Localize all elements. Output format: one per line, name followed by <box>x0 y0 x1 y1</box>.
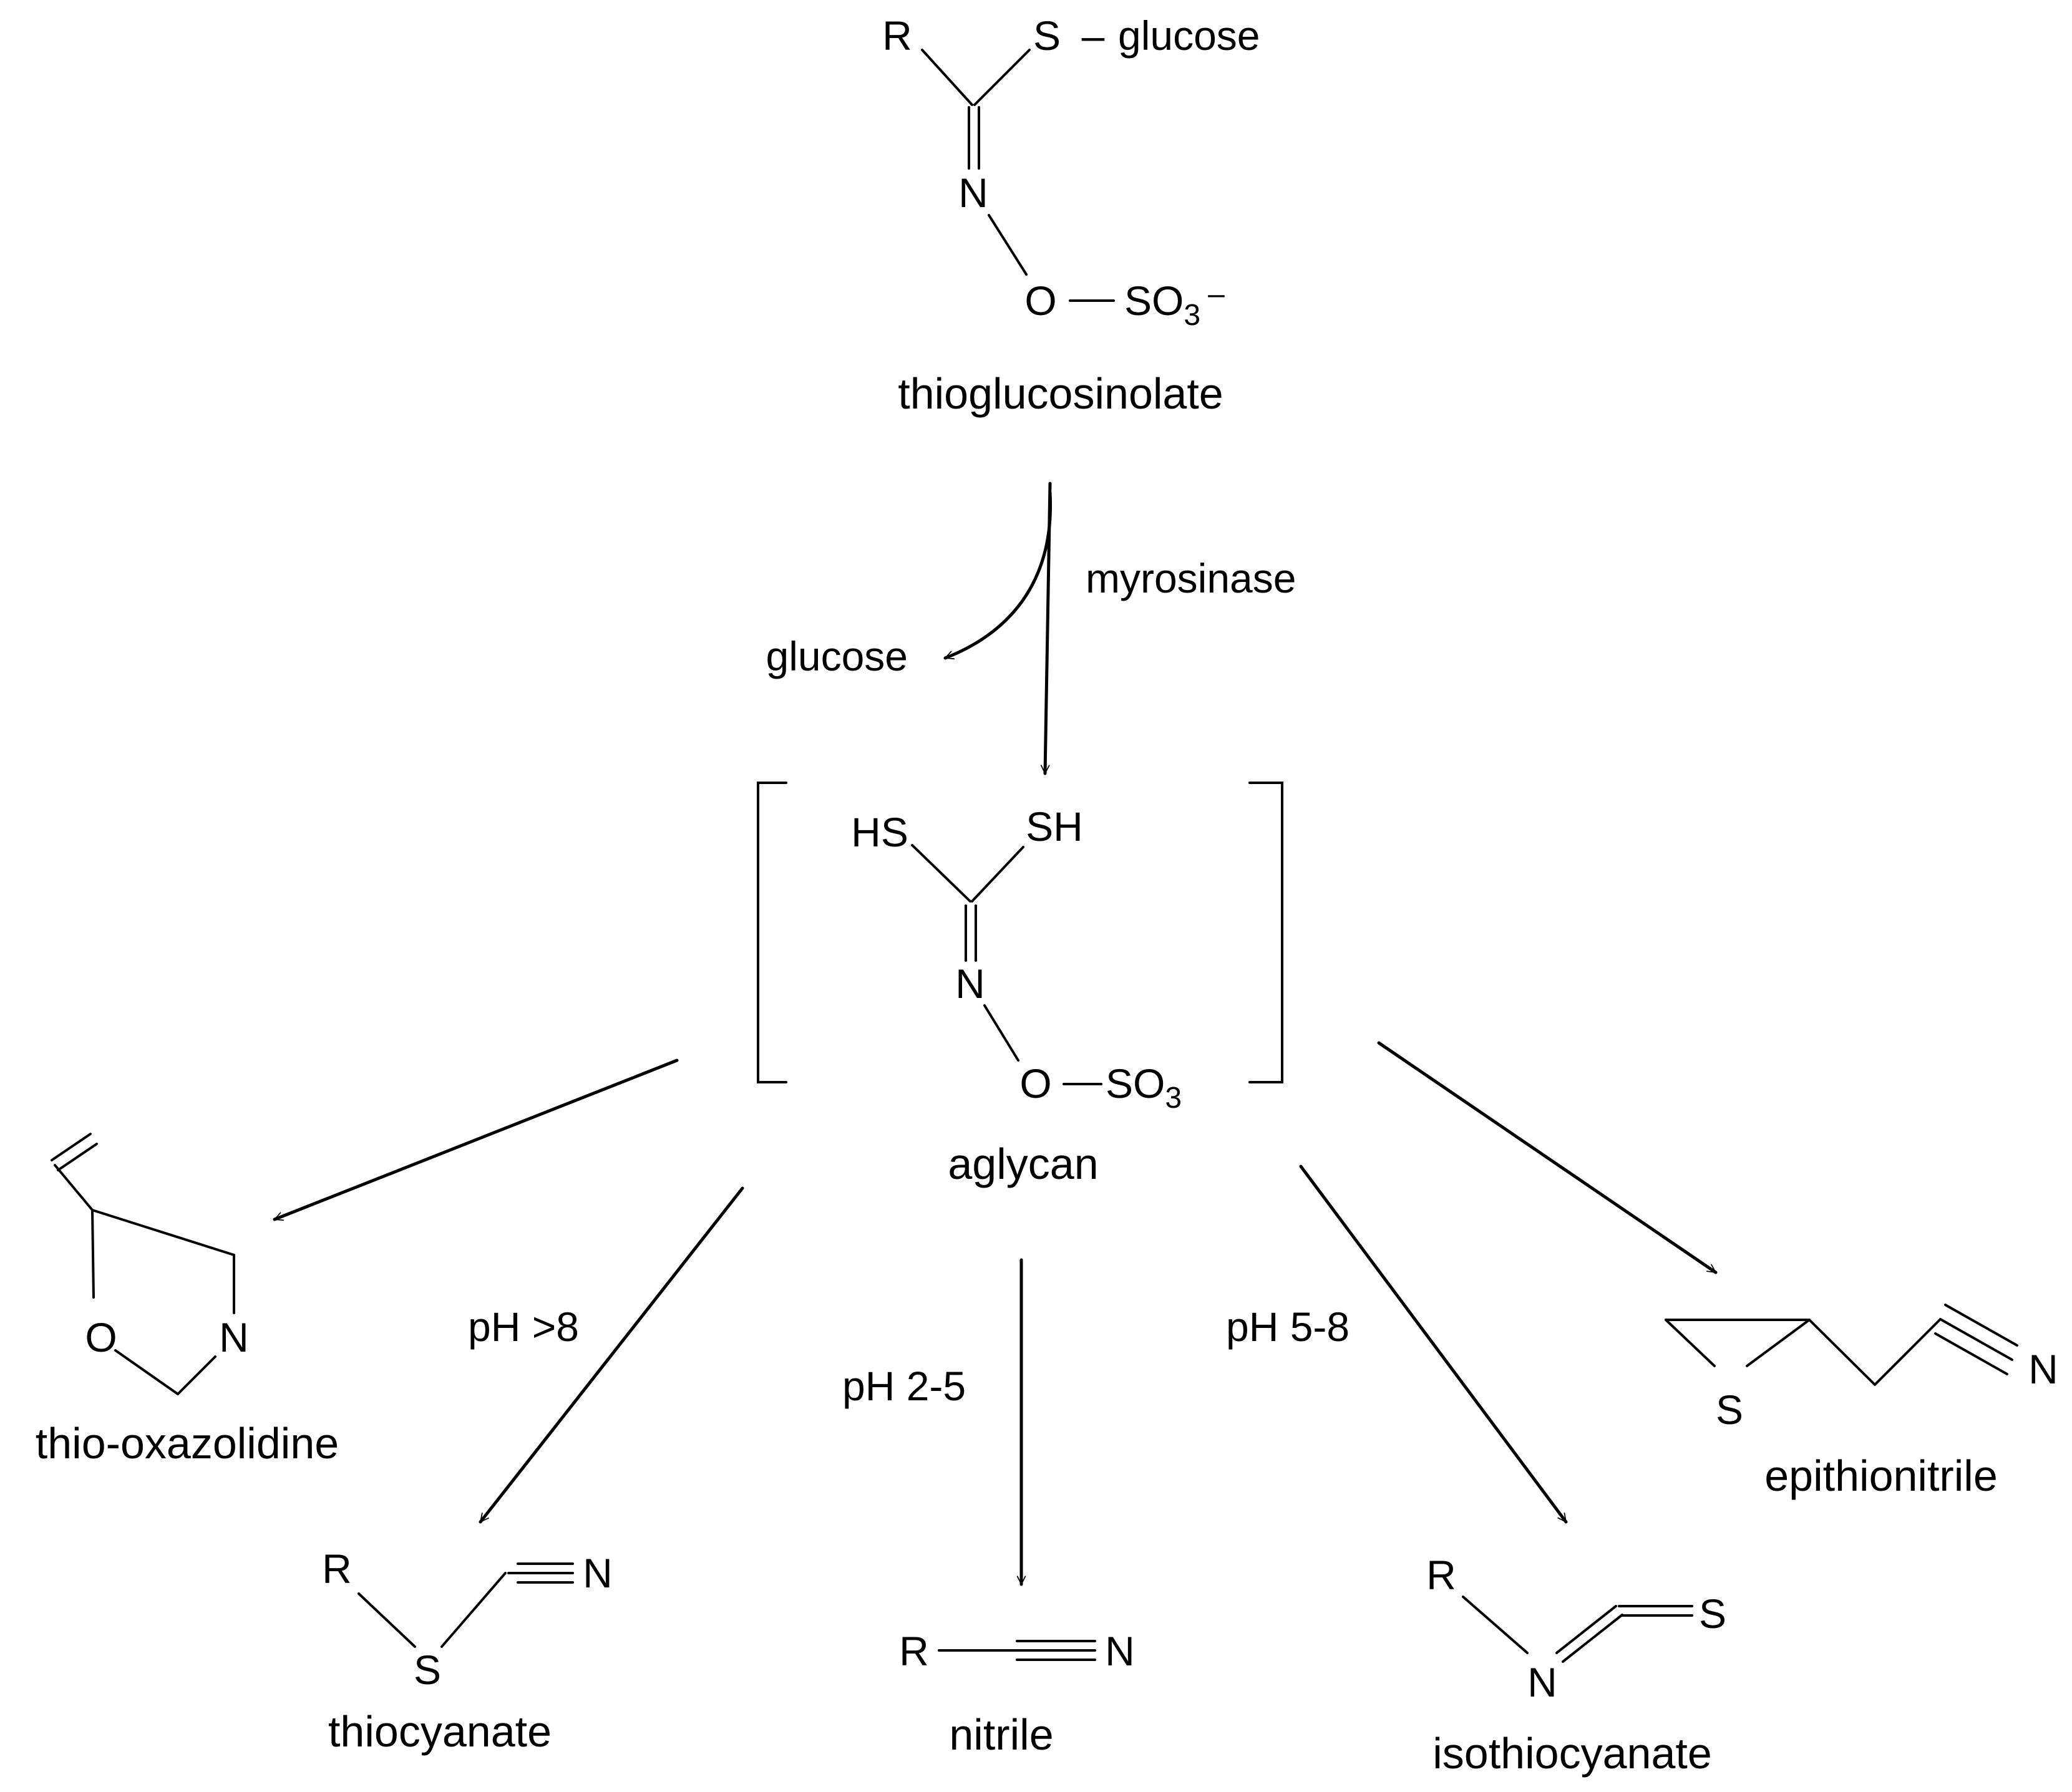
bond-r-n <box>1462 1596 1529 1654</box>
oxazolidine-structure: O N thio-oxazolidine <box>36 1133 339 1468</box>
sulfonate-group: SO3– <box>1124 278 1225 332</box>
chain-bond-2 <box>1874 1318 1942 1386</box>
released-glucose-label: glucose <box>766 633 908 679</box>
bond-hs-c <box>911 844 971 903</box>
bond-n-o <box>988 214 1028 276</box>
condition-thiocyanate: pH >8 <box>468 1304 579 1350</box>
epithionitrile-structure: S N epithionitrile <box>1665 1304 2058 1500</box>
dash: – <box>1082 12 1105 59</box>
atom-r: R <box>899 1628 929 1674</box>
double-bond-n-c-1 <box>1555 1605 1617 1654</box>
chain-bond-1 <box>1808 1319 1876 1386</box>
ring-c5-o <box>91 1209 95 1299</box>
triple-bond-2 <box>1939 1318 2013 1361</box>
myrosinase-step: myrosinase glucose <box>766 482 1296 775</box>
bond-c-s <box>973 49 1031 106</box>
bond-c-sh <box>971 846 1024 903</box>
condition-nitrile: pH 2-5 <box>842 1363 966 1409</box>
atom-o: O <box>1019 1060 1051 1107</box>
triple-bond-3 <box>1934 1332 2008 1375</box>
aglycan-caption: aglycan <box>948 1140 1098 1188</box>
bracket-right <box>1248 782 1283 1083</box>
thiocyanate-structure: R S N thiocyanate <box>322 1546 613 1756</box>
arrow-glucose-release <box>943 491 1053 660</box>
ring-c2-n <box>177 1355 216 1395</box>
condition-isothiocyanate: pH 5-8 <box>1226 1304 1350 1350</box>
ring-o-c2 <box>114 1349 179 1395</box>
aglycan-structure: HS SH N O SO3 aglycan <box>757 782 1283 1188</box>
glucose-label: glucose <box>1118 12 1260 59</box>
atom-n: N <box>583 1550 613 1596</box>
product-arrows: pH >8 pH 2-5 pH 5-8 <box>273 1041 1718 1586</box>
arrow-to-epithionitrile <box>1377 1041 1718 1274</box>
nitrile-caption: nitrile <box>949 1710 1053 1759</box>
nitrile-structure: R N nitrile <box>899 1628 1135 1759</box>
vinyl-bond-3 <box>54 1164 94 1211</box>
bond-r-c <box>921 49 973 106</box>
bond-r-s <box>357 1592 416 1648</box>
atom-n: N <box>1105 1628 1135 1674</box>
atom-sh: SH <box>1026 803 1083 850</box>
atom-n: N <box>958 170 988 216</box>
atom-o: O <box>85 1314 117 1360</box>
bond-n-o <box>983 1004 1019 1062</box>
atom-s: S <box>414 1647 441 1693</box>
arrow-to-oxazolidine <box>273 1058 679 1221</box>
bracket-left <box>757 782 787 1083</box>
double-bond-n-c-2 <box>1562 1614 1623 1663</box>
isothiocyanate-structure: R N S isothiocyanate <box>1426 1552 1726 1778</box>
atom-o: O <box>1024 278 1056 324</box>
atom-r: R <box>1426 1552 1456 1598</box>
isothiocyanate-caption: isothiocyanate <box>1432 1729 1712 1778</box>
atom-r: R <box>322 1546 352 1592</box>
enzyme-label: myrosinase <box>1086 555 1296 601</box>
ring-c5-c4 <box>91 1209 235 1256</box>
atom-s: S <box>1033 12 1061 59</box>
atom-r: R <box>882 12 912 59</box>
vinyl-bond-2 <box>57 1143 98 1171</box>
epithionitrile-caption: epithionitrile <box>1764 1451 1998 1500</box>
atom-n: N <box>1527 1659 1557 1705</box>
atom-n: N <box>955 961 985 1007</box>
thiocyanate-caption: thiocyanate <box>328 1707 552 1756</box>
arrow-to-isothiocyanate <box>1299 1165 1568 1524</box>
ring-s-c <box>1746 1319 1811 1367</box>
atom-hs: HS <box>851 809 908 855</box>
bond-s-c <box>440 1572 507 1648</box>
thioglucosinolate-structure: R S – glucose N O SO3– thioglucosinolate <box>882 12 1260 418</box>
atom-n: N <box>2028 1346 2058 1392</box>
triple-bond-1 <box>1944 1304 2018 1347</box>
atom-s: S <box>1716 1387 1743 1433</box>
arrow-to-thiocyanate <box>479 1186 744 1524</box>
sulfonate-group: SO3 <box>1106 1060 1182 1115</box>
ring-c-s <box>1665 1319 1716 1367</box>
atom-s: S <box>1699 1591 1726 1637</box>
vinyl-bond-1 <box>51 1133 92 1161</box>
atom-n: N <box>219 1314 249 1360</box>
oxazolidine-caption: thio-oxazolidine <box>36 1419 339 1468</box>
thioglucosinolate-caption: thioglucosinolate <box>898 369 1223 418</box>
